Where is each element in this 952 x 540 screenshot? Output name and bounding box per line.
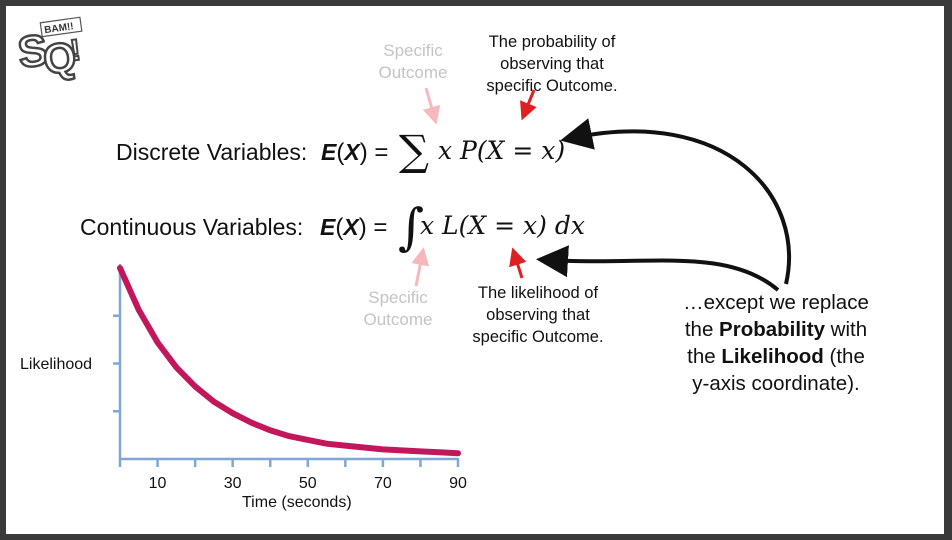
callout-line-4: y-axis coordinate). [692, 372, 860, 395]
callout-line-3: the Likelihood (the [687, 345, 865, 368]
discrete-label: Discrete Variables: [116, 139, 308, 165]
slide: S Q ! BAM!! Specific Outcome The probabi… [6, 6, 944, 534]
bottom-specific-outcome-label: Specific Outcome [363, 288, 433, 329]
bottom-red-arrow [509, 247, 527, 279]
discrete-x: X [344, 139, 360, 165]
callout-line-2: the Probability with [684, 318, 868, 341]
continuous-lhs: E(X) = [320, 214, 388, 241]
svg-text:BAM!!: BAM!! [44, 21, 75, 36]
chart-svg: 10 30 50 70 90 [113, 264, 467, 492]
integral-symbol: ∫ [398, 198, 425, 256]
y-ticks [113, 314, 121, 413]
discrete-equation: Discrete Variables: E(X) = ∑ x P(X = x) [116, 124, 586, 175]
statquest-logo: S Q ! BAM!! [8, 12, 88, 86]
black-arrow-discrete [560, 118, 792, 285]
x-tick-label: 30 [224, 475, 242, 492]
continuous-rhs: x L(X = x) dx [420, 211, 585, 240]
discrete-lhs: E(X) = [321, 139, 389, 166]
likelihood-curve [117, 265, 461, 457]
likelihood-note: The likelihood of observing that specifi… [472, 284, 604, 346]
discrete-rhs: x P(X = x) [438, 136, 566, 165]
x-ticks: 10 30 50 70 90 [118, 458, 467, 492]
svg-text:Q: Q [40, 32, 79, 83]
continuous-equation: Continuous Variables: E(X) = ∫ x L(X = x… [80, 198, 600, 262]
sum-symbol: ∑ [399, 126, 429, 175]
top-specific-outcome-label: Specific Outcome [378, 41, 448, 82]
callout-line-1: …except we replace [683, 291, 869, 314]
black-arrow-continuous [536, 245, 780, 292]
likelihood-chart: 10 30 50 70 90 Likelihood Time (seconds) [6, 246, 486, 526]
continuous-x: X [343, 214, 359, 240]
continuous-label: Continuous Variables: [80, 214, 304, 240]
discrete-e: E [321, 139, 337, 165]
callout-text: …except we replace the Probability with … [646, 289, 906, 397]
x-tick-label: 70 [374, 475, 392, 492]
top-pink-arrow [422, 87, 441, 125]
arrows-layer [411, 87, 792, 292]
x-tick-label: 90 [449, 475, 467, 492]
top-red-arrow [520, 89, 537, 121]
continuous-e: E [320, 214, 336, 240]
probability-note: The probability of observing that specif… [486, 33, 618, 95]
y-axis-label: Likelihood [20, 356, 93, 373]
x-tick-label: 50 [299, 475, 317, 492]
bottom-pink-arrow [411, 247, 430, 287]
x-tick-label: 10 [149, 475, 167, 492]
x-axis-label: Time (seconds) [242, 494, 352, 511]
